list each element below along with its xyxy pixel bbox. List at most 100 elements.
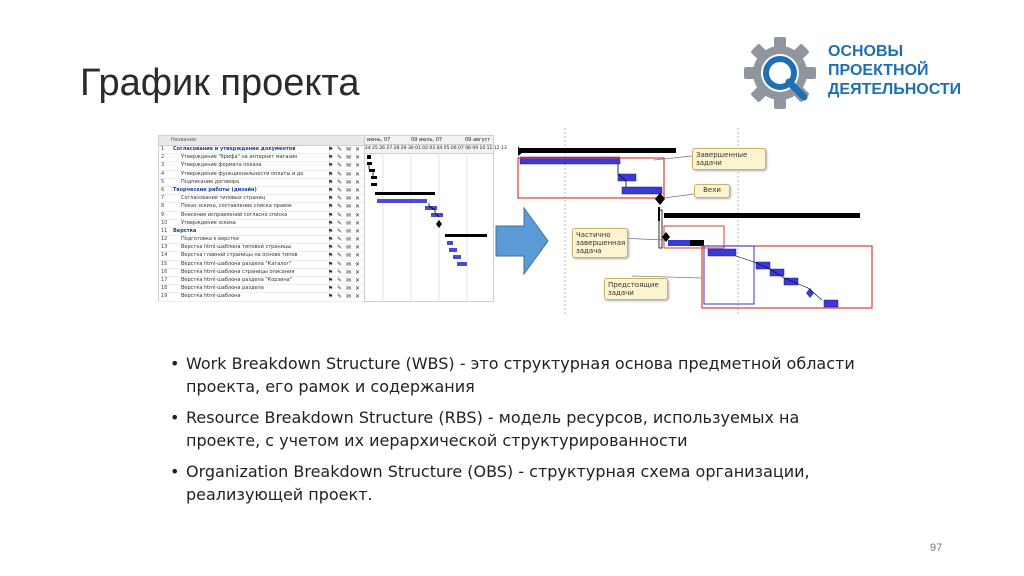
wbs-row-number: 19 xyxy=(161,293,168,300)
slide-title: График проекта xyxy=(80,62,360,104)
highlight-box-completed xyxy=(517,157,665,199)
wbs-row-number: 15 xyxy=(161,260,168,267)
task-bar xyxy=(425,206,437,210)
wbs-row-name: Верстка html-шаблона типовой страницы xyxy=(181,244,292,251)
wbs-row-number: 12 xyxy=(161,236,168,243)
wbs-row-name: Утверждение функциональности оплаты и до xyxy=(181,170,304,177)
milestone-marker xyxy=(436,220,442,228)
wbs-row-icons: ⚑ ✎ ✉ ✕ xyxy=(327,252,361,260)
wbs-row-name: Утверждение "брифа" на интернет магазин xyxy=(181,154,298,161)
wbs-row-icons: ⚑ ✎ ✉ ✕ xyxy=(327,277,361,284)
wbs-row: 9 Внесение исправлений согласно списка ⚑ ✎… xyxy=(159,212,364,220)
wbs-header: Название xyxy=(159,136,364,146)
wbs-row-icons: ⚑ ✎ ✉ ✕ xyxy=(327,195,361,203)
gantt-figure: Название 1 Согласование и утверждение док… xyxy=(158,128,873,314)
callout-partial: Частично завершенная задача xyxy=(572,228,628,258)
wbs-row-number: 17 xyxy=(161,277,168,283)
wbs-row: 18 Верстка html-шаблона раздела ⚑ ✎ ✉ ✕ xyxy=(159,285,364,294)
bullet-wbs: Work Breakdown Structure (WBS) - это стр… xyxy=(168,352,868,398)
wbs-row-number: 3 xyxy=(161,162,165,169)
wbs-row-number: 1 xyxy=(161,146,165,152)
wbs-row-number: 10 xyxy=(161,219,168,226)
wbs-row-icons: ⚑ ✎ ✉ ✕ xyxy=(327,203,361,211)
gantt-month: 09 август xyxy=(465,137,491,143)
wbs-row: 4 Утверждение функциональности оплаты и д… xyxy=(159,171,364,179)
wbs-row-number: 4 xyxy=(161,170,165,177)
wbs-row-icons: ⚑ ✎ ✉ ✕ xyxy=(327,236,361,244)
wbs-row-name: Верстка главной страницы на основе типов xyxy=(181,252,298,259)
wbs-row-icons: ⚑ ✎ ✉ ✕ xyxy=(327,178,361,186)
wbs-row-name: Верстка html-шаблона раздела xyxy=(181,285,264,292)
wbs-row-number: 7 xyxy=(161,195,165,202)
wbs-row-number: 9 xyxy=(161,211,165,218)
wbs-row-number: 2 xyxy=(161,154,165,161)
wbs-row-number: 18 xyxy=(161,285,168,292)
wbs-row-name: Утверждение эскиза xyxy=(181,219,236,226)
wbs-row-icons: ⚑ ✎ ✉ ✕ xyxy=(327,268,361,276)
wbs-row-name: Верстка html-шаблона страницы описания xyxy=(181,268,295,275)
gantt-month: 09 июль, 07 xyxy=(411,137,443,143)
wbs-row-number: 8 xyxy=(161,203,165,210)
wbs-row-name: Утверждение формата показа xyxy=(181,162,262,169)
wbs-row: 14 Верстка главной страницы на основе тип… xyxy=(159,252,364,261)
wbs-row-name: Подписание договора xyxy=(181,178,240,185)
wbs-row-icons: ⚑ ✎ ✉ ✕ xyxy=(327,285,361,293)
wbs-table: Название 1 Согласование и утверждение док… xyxy=(158,135,365,302)
summary-bar xyxy=(445,234,487,237)
logo-line-2: ПРОЕКТНОЙ xyxy=(828,62,929,79)
wbs-row-name: Внесение исправлений согласно списка xyxy=(181,211,288,218)
wbs-row: 3 Утверждение формата показа ⚑ ✎ ✉ ✕ xyxy=(159,162,364,171)
gantt-month: июнь, 07 xyxy=(367,137,391,143)
wbs-row-name: Верстка html-шаблона раздела "Корзина" xyxy=(181,277,293,283)
wbs-row: 5 Подписание договора ⚑ ✎ ✉ ✕ xyxy=(159,179,364,187)
wbs-row-number: 14 xyxy=(161,252,168,259)
page-number: 97 xyxy=(930,542,943,554)
gantt-months-header: июнь, 07 09 июль, 07 09 август xyxy=(365,136,493,145)
summary-bar xyxy=(375,192,435,195)
gear-magnifier-icon xyxy=(744,37,816,109)
gantt-zoomed-drawing xyxy=(517,128,873,314)
highlight-box-upcoming xyxy=(701,245,873,309)
wbs-row: 10 Утверждение эскиза ⚑ ✎ ✉ ✕ xyxy=(159,220,364,228)
wbs-row-number: 5 xyxy=(161,178,165,185)
wbs-row-icons: ⚑ ✎ ✉ ✕ xyxy=(327,219,361,227)
gantt-chart-zoomed: Завершенные задачи Вехи Частично заверше… xyxy=(514,128,873,314)
wbs-row: 16 Верстка html-шаблона страницы описания… xyxy=(159,269,364,277)
callout-upcoming: Предстоящие задачи xyxy=(604,278,668,300)
wbs-row-icons: ⚑ ✎ ✉ ✕ xyxy=(327,170,361,178)
callout-milestones: Вехи xyxy=(694,184,730,198)
wbs-row-name: Верстка html-шаблона раздела "Каталог" xyxy=(181,260,292,267)
wbs-row: 8 Показ эскиза, составление списка правок… xyxy=(159,203,364,212)
wbs-row-name: Согласование и утверждение документов xyxy=(173,146,296,152)
callout-completed: Завершенные задачи xyxy=(692,148,766,170)
wbs-row: 12 Подготовка к верстке ⚑ ✎ ✉ ✕ xyxy=(159,236,364,245)
wbs-row: 17 Верстка html-шаблона раздела "Корзина"… xyxy=(159,277,364,286)
wbs-row: 15 Верстка html-шаблона раздела "Каталог"… xyxy=(159,261,364,269)
wbs-row-icons: ⚑ ✎ ✉ ✕ xyxy=(327,211,361,219)
milestone-marker xyxy=(367,155,371,159)
wbs-row-icons: ⚑ ✎ ✉ ✕ xyxy=(327,293,361,301)
wbs-row-number: 13 xyxy=(161,244,168,251)
wbs-row-icons: ⚑ ✎ ✉ ✕ xyxy=(327,146,361,153)
wbs-row-name: Показ эскиза, составление списка правок xyxy=(181,203,292,210)
wbs-row-icons: ⚑ ✎ ✉ ✕ xyxy=(327,186,361,194)
wbs-row-name: Согласование типовых страниц xyxy=(181,195,266,202)
wbs-row-number: 6 xyxy=(161,186,165,193)
logo-text: ОСНОВЫ ПРОЕКТНОЙ ДЕЯТЕЛЬНОСТИ xyxy=(828,42,961,99)
wbs-row-icons: ⚑ ✎ ✉ ✕ xyxy=(327,154,361,162)
bullet-rbs: Resource Breakdown Structure (RBS) - мод… xyxy=(168,406,868,452)
gantt-small-bars xyxy=(367,153,487,301)
gantt-chart-small: июнь, 07 09 июль, 07 09 август 24 25 26 … xyxy=(364,135,507,302)
wbs-row-name: Подготовка к верстке xyxy=(181,236,240,243)
wbs-row-icons: ⚑ ✎ ✉ ✕ xyxy=(327,162,361,170)
wbs-row-icons: ⚑ ✎ ✉ ✕ xyxy=(327,260,361,268)
wbs-row-number: 11 xyxy=(161,227,168,234)
wbs-row-number: 16 xyxy=(161,268,168,275)
wbs-row-icons: ⚑ ✎ ✉ ✕ xyxy=(327,227,361,235)
logo-line-1: ОСНОВЫ xyxy=(828,43,904,60)
arrow-icon xyxy=(495,206,549,276)
wbs-row: 7 Согласование типовых страниц ⚑ ✎ ✉ ✕ xyxy=(159,195,364,204)
